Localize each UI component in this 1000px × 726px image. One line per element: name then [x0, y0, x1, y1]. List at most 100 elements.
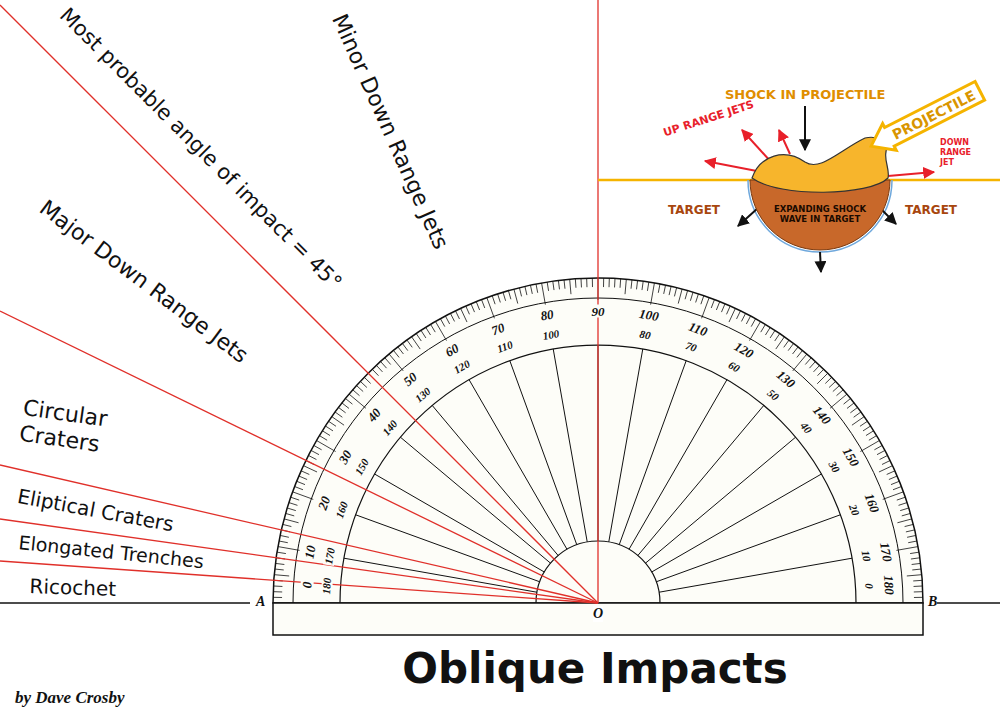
scale-tick [880, 455, 888, 459]
scale-number: 170 [323, 546, 337, 566]
scale-tick [471, 304, 475, 312]
scale-tick [317, 441, 336, 452]
scale-number: 70 [489, 320, 508, 337]
scale-tick [450, 313, 454, 321]
scale-tick [912, 569, 921, 571]
scale-tick [558, 280, 559, 289]
scale-tick [685, 291, 687, 300]
scale-tick [426, 327, 431, 335]
scale-tick [913, 580, 922, 582]
scale-tick [291, 497, 300, 500]
scale-tick [883, 492, 904, 500]
scale-number: 60 [726, 359, 743, 375]
scale-tick [761, 324, 766, 332]
scale-tick [896, 547, 918, 551]
scale-tick [887, 471, 895, 475]
base-line [935, 602, 1000, 604]
scale-tick [889, 476, 897, 480]
scale-tick [525, 286, 527, 295]
angle-line [0, 465, 598, 603]
scale-tick [289, 503, 298, 506]
scale-tick [765, 327, 770, 335]
scale-number: 100 [637, 307, 660, 324]
scale-tick [702, 298, 710, 319]
scale-tick [514, 289, 518, 303]
scale-tick [664, 285, 666, 294]
scale-tick [508, 291, 510, 300]
scale-tick [609, 278, 610, 287]
scale-tick [829, 381, 836, 387]
arrow-outline [864, 77, 986, 159]
scale-tick [338, 407, 345, 412]
scale-tick [356, 386, 363, 392]
scale-tick [637, 280, 638, 289]
scale-tick [436, 322, 447, 341]
scale-number: 140 [810, 403, 834, 428]
scale-tick [421, 330, 426, 338]
scale-tick [349, 394, 366, 408]
scale-tick [721, 304, 725, 312]
diagram-title: Oblique Impacts [402, 645, 787, 693]
shock-arrow [820, 252, 821, 272]
scale-tick [275, 563, 284, 564]
scale-tick [503, 292, 506, 301]
scale-tick [814, 365, 820, 372]
scale-tick [303, 466, 317, 472]
scale-number: 60 [442, 341, 461, 360]
zone-label: Eliptical Craters [16, 484, 176, 536]
scale-tick [279, 541, 288, 543]
scale-number: 50 [764, 386, 781, 403]
scale-tick [899, 503, 908, 506]
scale-tick [893, 487, 901, 490]
scale-tick [737, 311, 741, 319]
scale-tick [897, 519, 911, 523]
scale-tick [797, 350, 803, 357]
scale-number: 40 [365, 405, 385, 425]
scale-tick [860, 441, 879, 452]
scale-tick [897, 497, 906, 500]
scale-tick [830, 394, 847, 408]
scale-tick [278, 547, 300, 551]
scale-tick [852, 417, 864, 426]
scale-tick [440, 319, 444, 327]
scale-tick [716, 302, 719, 310]
scale-tick [620, 279, 622, 288]
scale-tick [678, 289, 682, 303]
radial-line [645, 437, 795, 563]
scale-tick [487, 298, 495, 319]
scale-tick [586, 278, 587, 287]
scale-tick [905, 524, 914, 526]
scale-tick [519, 288, 521, 297]
scale-number: 20 [846, 502, 861, 518]
scale-tick [301, 471, 309, 475]
scale-number: 30 [336, 447, 355, 466]
scale-number: 0 [864, 582, 875, 590]
scale-tick [277, 552, 286, 553]
scale-tick [592, 278, 593, 287]
scale-tick [273, 597, 282, 598]
projectile-body [752, 137, 888, 192]
node-label: EXPANDING SHOCK WAVE IN TARGET [768, 180, 872, 224]
node-label: PROJECTILE [889, 86, 978, 143]
radial-line [638, 405, 764, 555]
scale-tick [322, 431, 330, 436]
scale-number: 100 [541, 328, 561, 342]
radial-line [656, 515, 840, 582]
scale-tick [669, 286, 671, 295]
scale-tick [287, 508, 296, 511]
scale-tick [788, 343, 793, 350]
scale-tick [914, 591, 923, 592]
scale-number: 90 [591, 305, 606, 318]
scale-tick [912, 563, 921, 564]
scale-tick [353, 390, 360, 396]
zone-label: Elongated Trenches [18, 531, 205, 572]
credit: by Dave Crosby [15, 688, 125, 708]
scale-tick [727, 306, 731, 314]
scale-tick [342, 403, 349, 409]
scale-tick [658, 284, 660, 293]
protractor-base [273, 603, 923, 635]
radial-line [659, 558, 852, 592]
scale-tick [325, 426, 333, 431]
